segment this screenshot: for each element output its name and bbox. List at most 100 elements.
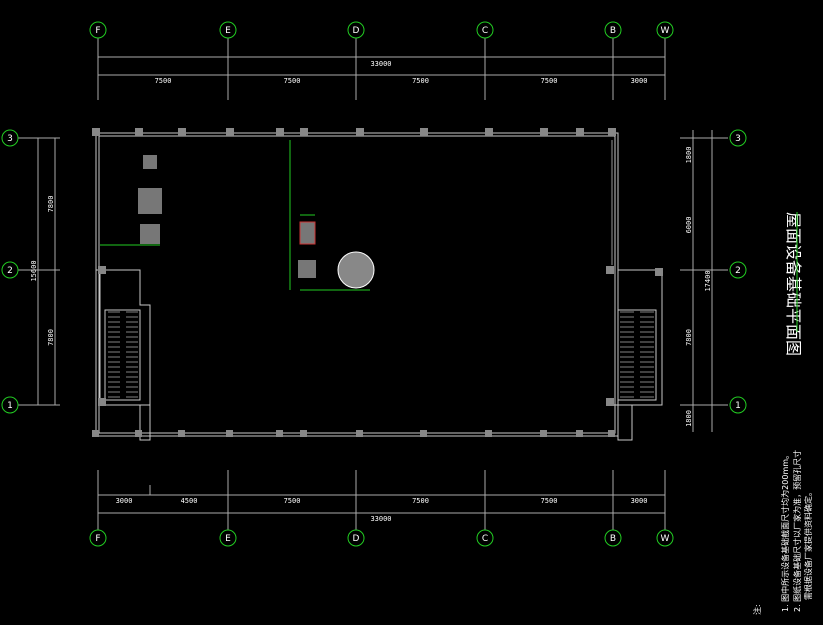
- svg-text:注:: 注:: [752, 604, 762, 615]
- axis-label: F: [95, 26, 100, 36]
- dim-segment: 1800: [685, 147, 693, 164]
- dim-segment: 7500: [541, 497, 558, 505]
- dim-segment: 7500: [284, 77, 301, 85]
- column: [98, 398, 106, 406]
- axis-bubble: [219, 529, 237, 547]
- axis-bubble: [604, 529, 622, 547]
- axis-label: B: [610, 26, 616, 36]
- dim-segment: 6000: [685, 217, 693, 234]
- column: [485, 430, 492, 437]
- axis-label: E: [225, 26, 231, 36]
- drawing-title: 屋面设备基础平面图: [784, 212, 803, 356]
- dim-segment: 7500: [412, 497, 429, 505]
- dim-segment: 3000: [631, 77, 648, 85]
- dim-segment: 7800: [685, 329, 693, 346]
- dim-segment: 7800: [47, 196, 55, 213]
- column: [655, 268, 663, 276]
- column: [420, 128, 428, 136]
- dim-segment: 7500: [284, 497, 301, 505]
- column: [178, 430, 185, 437]
- column: [485, 128, 493, 136]
- dimensions: 33000 7500 7500 7500 7500 3000 33000 3000 4500 75…: [30, 60, 712, 523]
- dim-total: 15600: [30, 260, 38, 281]
- axis-bubble: [89, 529, 107, 547]
- column: [540, 430, 547, 437]
- column: [98, 266, 106, 274]
- dim-total: 33000: [370, 60, 391, 68]
- equipment-foundations: [100, 140, 375, 291]
- axis-label: 3: [735, 134, 741, 144]
- grid-lines: [18, 38, 728, 530]
- column: [606, 398, 614, 406]
- axis-label: 2: [7, 266, 13, 276]
- column: [540, 128, 548, 136]
- svg-text:1. 图中所示设备基础截面尺寸均为200mm。: 1. 图中所示设备基础截面尺寸均为200mm。: [780, 451, 790, 612]
- column: [135, 430, 142, 437]
- axis-bubble: [656, 21, 674, 39]
- svg-text:屋面设备基础平面图: 屋面设备基础平面图: [784, 212, 803, 356]
- axis-bubbles: F F E E D D C C B B W W 3 3 2 2 1 1: [1, 21, 747, 547]
- stair-icon: [108, 311, 654, 398]
- column: [135, 128, 143, 136]
- dim-segment: 7500: [541, 77, 558, 85]
- column: [356, 128, 364, 136]
- axis-bubble: [476, 21, 494, 39]
- column: [576, 128, 584, 136]
- dim-segment: 1800: [685, 410, 693, 427]
- column: [608, 430, 615, 437]
- column: [276, 128, 284, 136]
- axis-label: 2: [735, 266, 741, 276]
- columns: [92, 128, 663, 437]
- axis-bubble: [729, 396, 747, 414]
- axis-label: 1: [7, 401, 13, 411]
- axis-bubble: [1, 129, 19, 147]
- axis-label: W: [661, 534, 670, 544]
- axis-bubble: [1, 396, 19, 414]
- axis-bubble: [347, 21, 365, 39]
- dim-total: 17400: [704, 270, 712, 291]
- column: [226, 430, 233, 437]
- axis-bubble: [476, 529, 494, 547]
- axis-bubble: [729, 261, 747, 279]
- building-outline: [95, 132, 663, 441]
- axis-bubble: [219, 21, 237, 39]
- axis-bubble: [729, 129, 747, 147]
- svg-text:需根据设备厂家提供资料确定。: 需根据设备厂家提供资料确定。: [803, 488, 813, 600]
- dim-segment: 3000: [116, 497, 133, 505]
- column: [300, 128, 308, 136]
- dim-segment: 7500: [155, 77, 172, 85]
- column: [576, 430, 583, 437]
- axis-label: B: [610, 534, 616, 544]
- dim-segment: 3000: [631, 497, 648, 505]
- axis-bubble: [1, 261, 19, 279]
- notes: 注: 1. 图中所示设备基础截面尺寸均为200mm。 2. 图纸设备基础尺寸以厂…: [752, 450, 813, 615]
- column: [226, 128, 234, 136]
- column: [606, 266, 614, 274]
- axis-bubble: [604, 21, 622, 39]
- dim-segment: 4500: [181, 497, 198, 505]
- axis-bubble: [656, 529, 674, 547]
- column: [92, 430, 99, 437]
- axis-label: W: [661, 26, 670, 36]
- dim-total: 33000: [370, 515, 391, 523]
- column: [420, 430, 427, 437]
- axis-bubble: [347, 529, 365, 547]
- axis-label: C: [482, 26, 488, 36]
- column: [276, 430, 283, 437]
- axis-label: 3: [7, 134, 13, 144]
- dim-segment: 7500: [412, 77, 429, 85]
- axis-label: 1: [735, 401, 741, 411]
- column: [92, 128, 100, 136]
- column: [178, 128, 186, 136]
- axis-label: D: [353, 26, 360, 36]
- axis-bubble: [89, 21, 107, 39]
- column: [300, 430, 307, 437]
- svg-text:2. 图纸设备基础尺寸以厂家为准，预留孔尺寸: 2. 图纸设备基础尺寸以厂家为准，预留孔尺寸: [792, 450, 802, 612]
- axis-label: F: [95, 534, 100, 544]
- column: [356, 430, 363, 437]
- column: [608, 128, 616, 136]
- axis-label: E: [225, 534, 231, 544]
- axis-label: C: [482, 534, 488, 544]
- axis-label: D: [353, 534, 360, 544]
